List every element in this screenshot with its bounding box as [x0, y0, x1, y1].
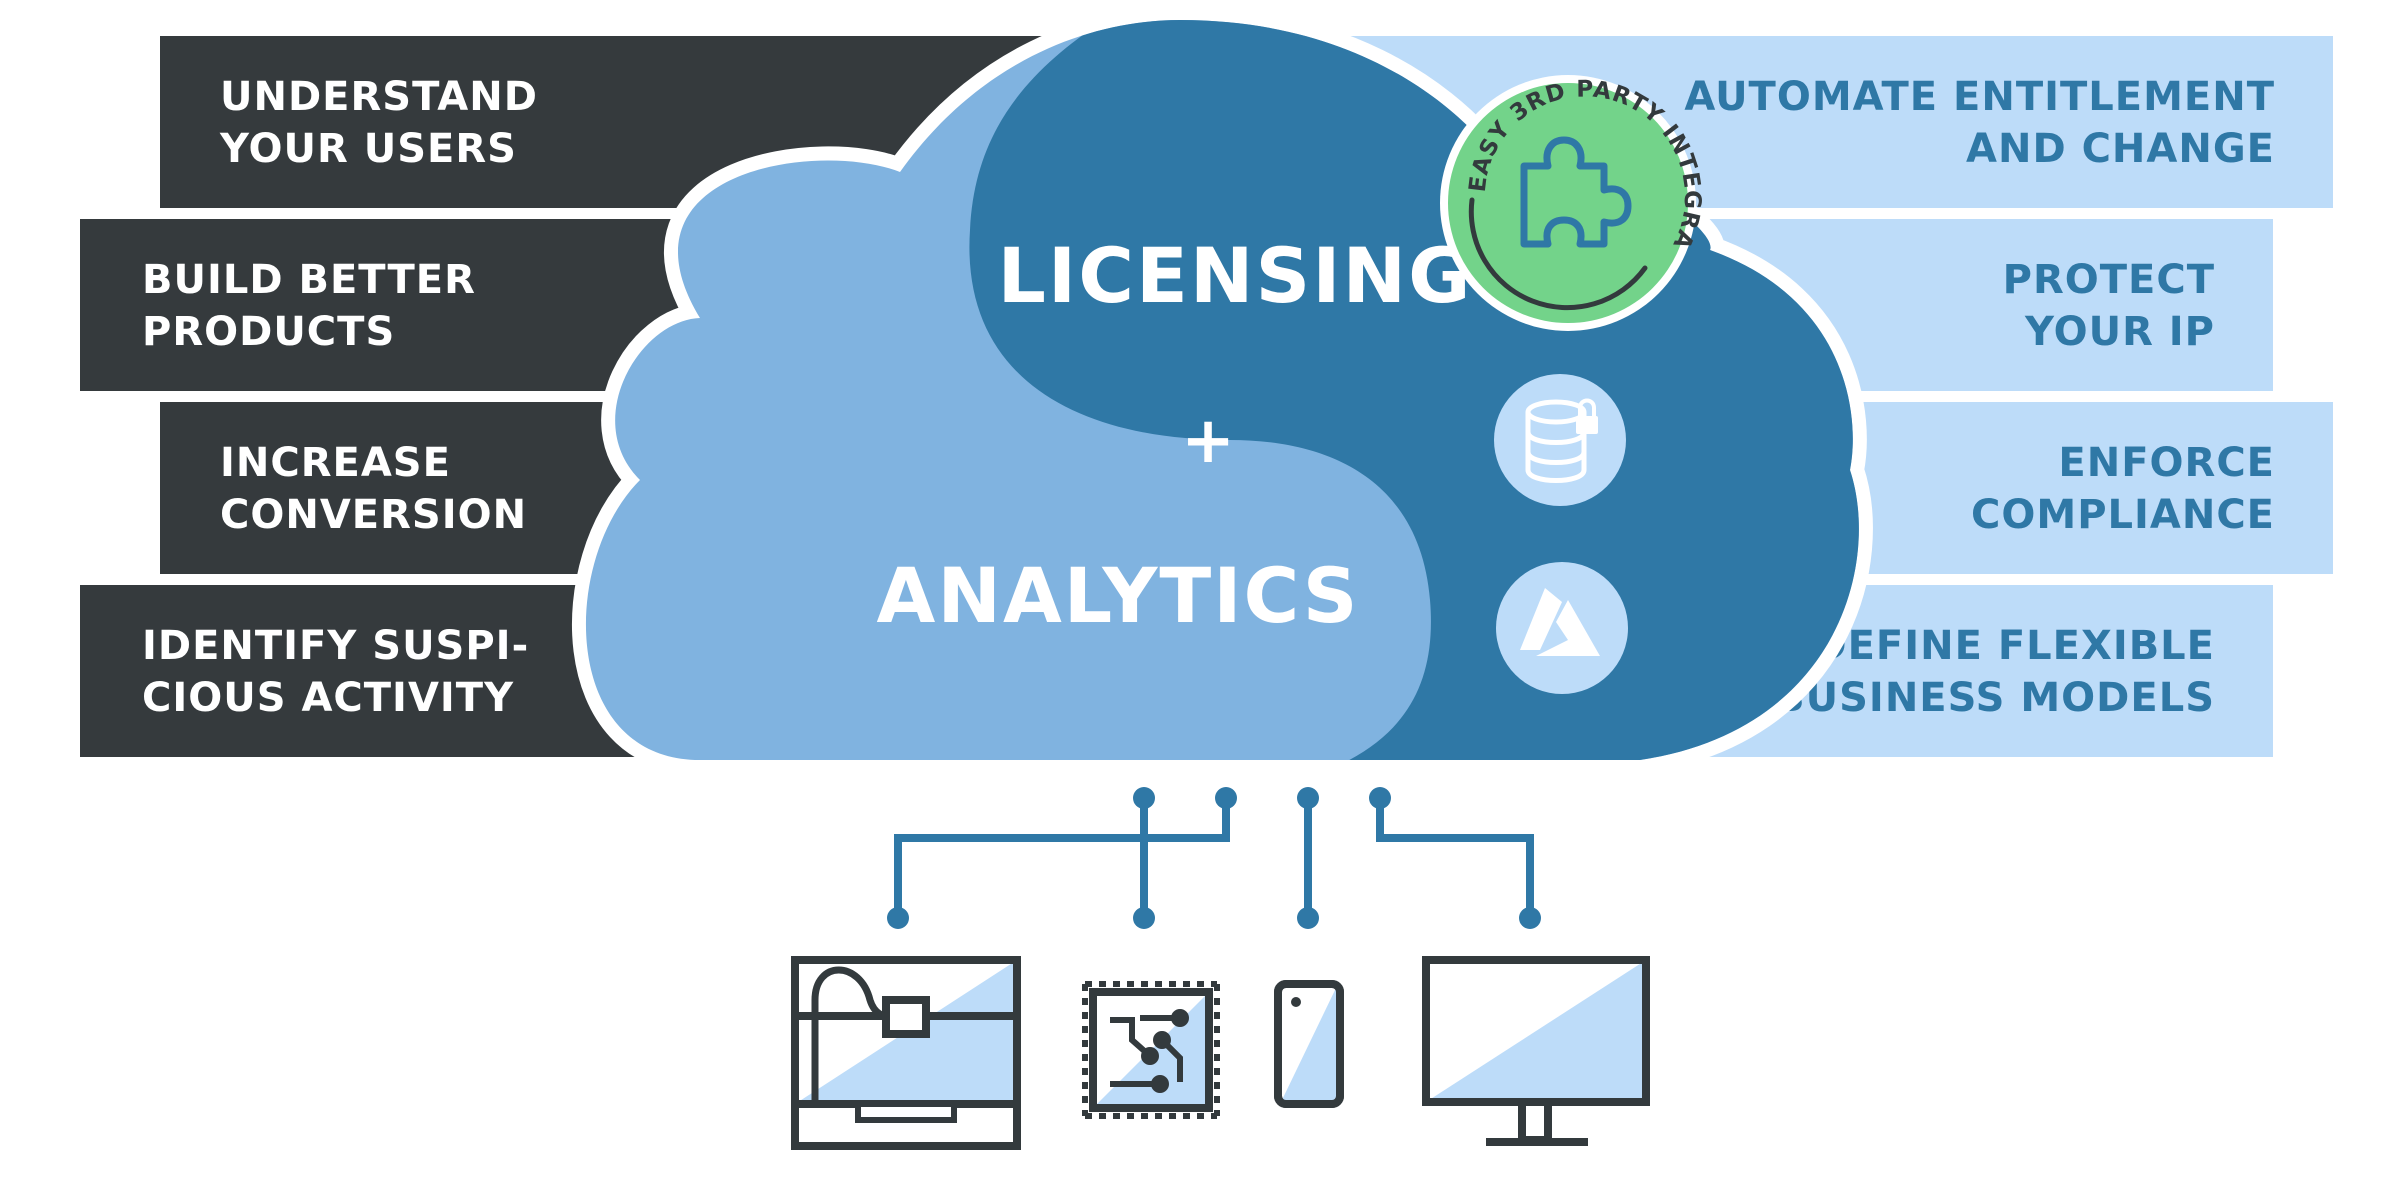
badge-arc-line — [1468, 197, 1648, 311]
left-benefit-2-line1: BUILD BETTER — [142, 257, 476, 303]
left-benefit-4-line2: CIOUS ACTIVITY — [142, 675, 514, 721]
left-benefit-understand-users: UNDERSTAND YOUR USERS — [160, 36, 1060, 208]
lock-body — [1576, 416, 1598, 434]
lock-shackle — [1578, 398, 1596, 416]
right-benefit-2-line2: YOUR IP — [2024, 309, 2215, 355]
right-benefit-3-line1: ENFORCE — [2058, 440, 2275, 486]
smartphone-icon — [1274, 980, 1344, 1108]
azure-logo-icon — [1496, 562, 1628, 694]
right-benefit-4-line1: DEFINE FLEXIBLE — [1813, 623, 2215, 669]
microchip-icon — [1082, 981, 1220, 1119]
licensing-title: LICENSING — [997, 231, 1472, 320]
right-benefit-2-line1: PROTECT — [2003, 257, 2215, 303]
right-benefit-4-line2: BUSINESS MODELS — [1774, 675, 2215, 721]
badge-circle — [1448, 83, 1688, 323]
connector-printer — [894, 798, 1230, 918]
left-benefit-3-line1: INCREASE — [220, 440, 451, 486]
desktop-monitor-icon — [1422, 956, 1650, 1146]
connector-dots — [887, 787, 1541, 929]
3d-printer-icon — [791, 956, 1021, 1150]
right-benefit-1-line1: AUTOMATE ENTITLEMENT — [1684, 74, 2275, 120]
secure-database-icon — [1494, 374, 1626, 506]
left-benefit-2-line2: PRODUCTS — [142, 309, 395, 355]
connector-monitor — [1376, 798, 1534, 918]
right-benefit-1-line2: AND CHANGE — [1966, 126, 2275, 172]
puzzle-icon — [1520, 136, 1632, 248]
connection-lines — [894, 798, 1534, 918]
left-benefit-1-line1: UNDERSTAND — [220, 74, 538, 120]
right-benefit-3-line2: COMPLIANCE — [1971, 492, 2275, 538]
plus-sign: + — [1181, 404, 1235, 478]
left-benefit-3-line2: CONVERSION — [220, 492, 527, 538]
left-benefit-1-line2: YOUR USERS — [219, 126, 517, 172]
left-benefit-4-line1: IDENTIFY SUSPI- — [142, 623, 529, 669]
analytics-title: ANALYTICS — [877, 551, 1360, 640]
